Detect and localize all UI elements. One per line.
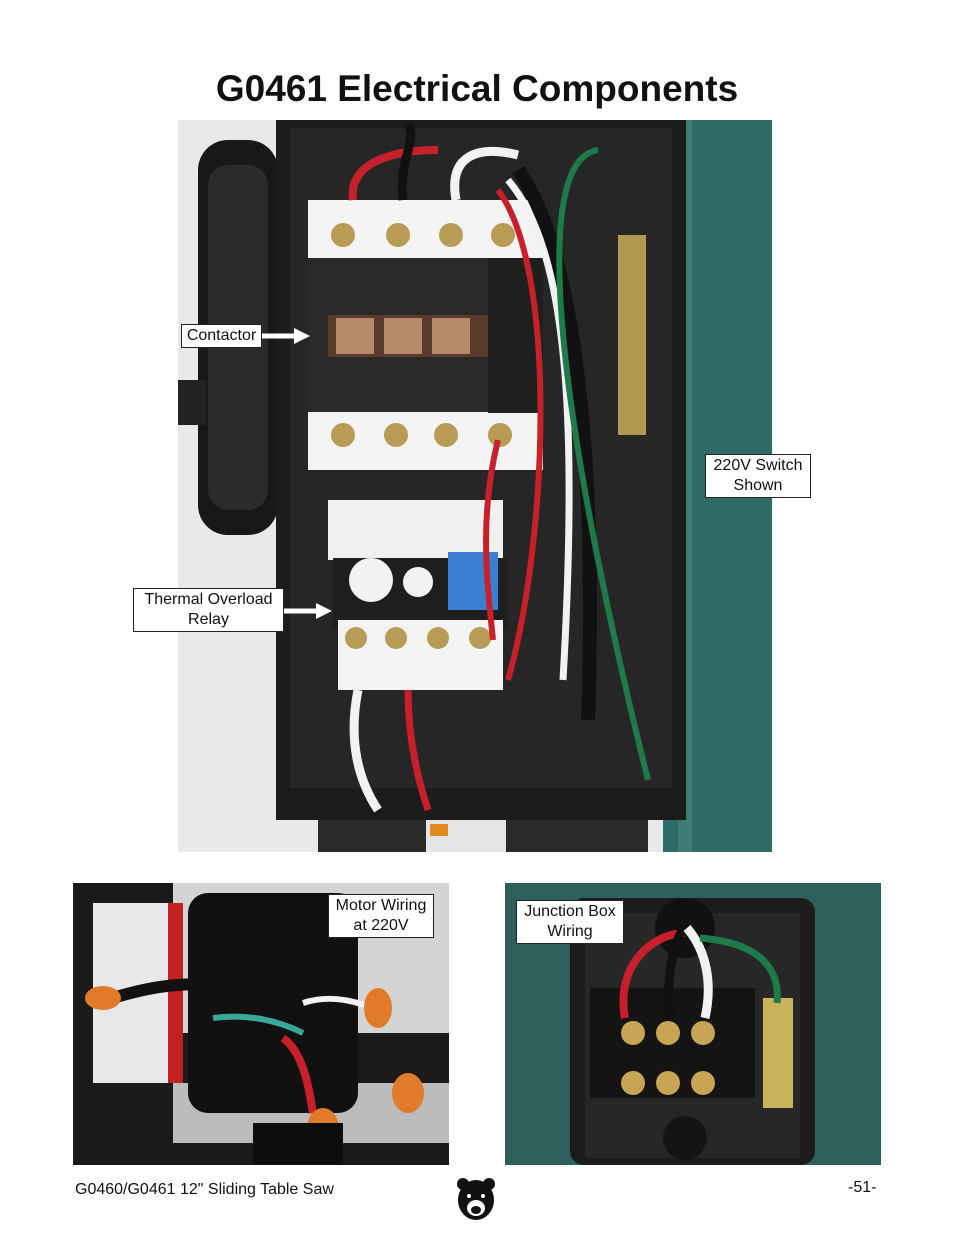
page-title: G0461 Electrical Components [215, 68, 739, 109]
red-wire-right [495, 188, 544, 681]
contactor-arrow-icon [262, 328, 310, 344]
relay-screws [345, 627, 491, 649]
switch-callout: 220V Switch Shown [705, 454, 811, 498]
switch-box-illustration [178, 120, 772, 852]
red-wire-top [348, 146, 439, 201]
white-wire-bottom [349, 689, 382, 813]
bottom-terminal-screws [331, 423, 512, 447]
junction-box-callout: Junction Box Wiring [516, 900, 624, 944]
top-terminal-screws [331, 223, 515, 247]
junction-white-wire [683, 925, 713, 1019]
ground-terminal-strip [618, 235, 646, 435]
green-wire [556, 147, 651, 781]
junction-box-illustration [505, 883, 881, 1165]
page-number: -51- [848, 1179, 877, 1196]
contactor-callout: Contactor [181, 324, 262, 348]
relay-dial [349, 558, 393, 602]
ground-bar [763, 998, 793, 1108]
junction-red-wire [619, 929, 686, 1019]
terminal-block-screws [621, 1021, 715, 1095]
junction-bottom-gland [663, 1116, 707, 1160]
warning-stripe [430, 824, 448, 836]
footer-manual-title: G0460/G0461 12" Sliding Table Saw [75, 1181, 334, 1198]
black-cable-right [512, 165, 597, 721]
teal-wire [212, 1013, 305, 1036]
junction-black-wire [664, 925, 688, 1019]
relay-arrow-icon [284, 603, 332, 619]
relay-callout: Thermal Overload Relay [133, 588, 284, 632]
motor-junction-box [188, 893, 358, 1113]
junction-box-photo [505, 883, 881, 1165]
handwheel-hub [178, 380, 206, 425]
switch-box-photo [178, 120, 772, 852]
relay-top [328, 500, 503, 560]
red-wire-relay [483, 439, 501, 641]
relay-reset [403, 567, 433, 597]
junction-gland [655, 898, 715, 958]
black-wire-top [397, 122, 416, 201]
red-motor-wire [280, 1034, 317, 1114]
motor-wiring-callout: Motor Wiring at 220V [328, 894, 434, 938]
bear-logo-icon [457, 1178, 495, 1220]
junction-green-wire [699, 934, 781, 1004]
white-wire-top [450, 147, 520, 201]
motor-cable [111, 978, 288, 1027]
red-wire-bottom [404, 689, 432, 812]
